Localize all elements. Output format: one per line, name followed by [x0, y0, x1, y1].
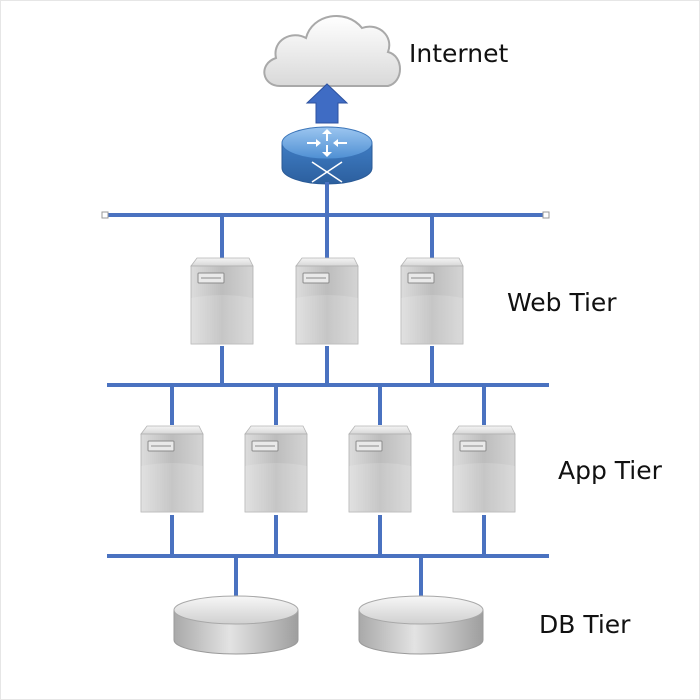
network-links	[105, 182, 549, 596]
web-server-2-icon	[295, 257, 359, 345]
app-server-3-icon	[348, 425, 412, 513]
db-tier-label: DB Tier	[539, 610, 631, 639]
web-tier-label: Web Tier	[507, 288, 617, 317]
database-2-icon	[358, 595, 484, 655]
app-server-2-icon	[244, 425, 308, 513]
app-tier-label: App Tier	[558, 456, 663, 485]
app-server-1-icon	[140, 425, 204, 513]
internet-label: Internet	[409, 39, 508, 68]
up-arrow-icon	[305, 83, 349, 124]
router-icon	[281, 126, 373, 185]
web-server-1-icon	[190, 257, 254, 345]
internet-cloud-icon	[263, 14, 401, 87]
database-1-icon	[173, 595, 299, 655]
bus-handle-right	[542, 211, 550, 219]
bus-handle-left	[101, 211, 109, 219]
web-server-3-icon	[400, 257, 464, 345]
app-server-4-icon	[452, 425, 516, 513]
